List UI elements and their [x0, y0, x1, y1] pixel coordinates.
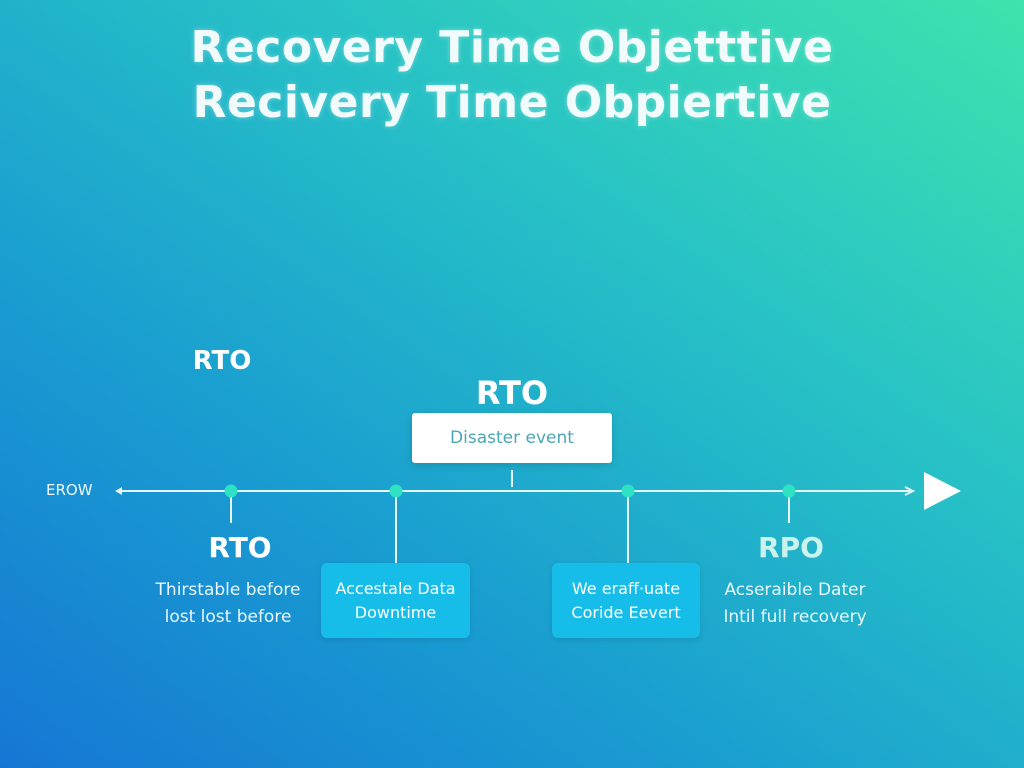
box-line: Downtime [354, 602, 437, 622]
timeline-dot [224, 484, 238, 498]
arrow-right-icon [904, 486, 916, 496]
rto-label-top-left: RTO [192, 346, 252, 376]
event-box: We eraff·uate Coride Eevert [552, 563, 700, 638]
box-line: Coride Eevert [571, 602, 681, 622]
rto-label-top-center: RTO [475, 374, 549, 412]
timeline-dot [782, 484, 796, 498]
rto-marker-heading: RTO [208, 531, 272, 564]
rpo-marker-description: Acseraible Dater Intil full recovery [695, 577, 895, 631]
title-line-1: Recovery Time Objetttive [190, 22, 834, 73]
timeline-dot [621, 484, 635, 498]
downtime-box: Accestale Data Downtime [321, 563, 470, 638]
description-line: Thirstable before [155, 580, 301, 600]
description-line: Intil full recovery [723, 607, 867, 627]
title-line-2: Recivery Time Obpiertive [192, 77, 832, 128]
play-triangle-icon [924, 472, 961, 510]
rpo-marker-heading: RPO [758, 531, 824, 564]
description-line: lost lost before [164, 607, 292, 627]
rto-marker-description: Thirstable before lost lost before [128, 577, 328, 631]
box-line: We eraff·uate [571, 578, 681, 598]
arrow-left-icon [115, 487, 122, 495]
axis-left-label: EROW [46, 481, 93, 499]
box-line: Accestale Data [335, 578, 456, 598]
disaster-event-box: Disaster event [412, 413, 612, 463]
description-line: Acseraible Dater [724, 580, 866, 600]
timeline-dot [389, 484, 403, 498]
disaster-event-label: Disaster event [450, 428, 574, 448]
